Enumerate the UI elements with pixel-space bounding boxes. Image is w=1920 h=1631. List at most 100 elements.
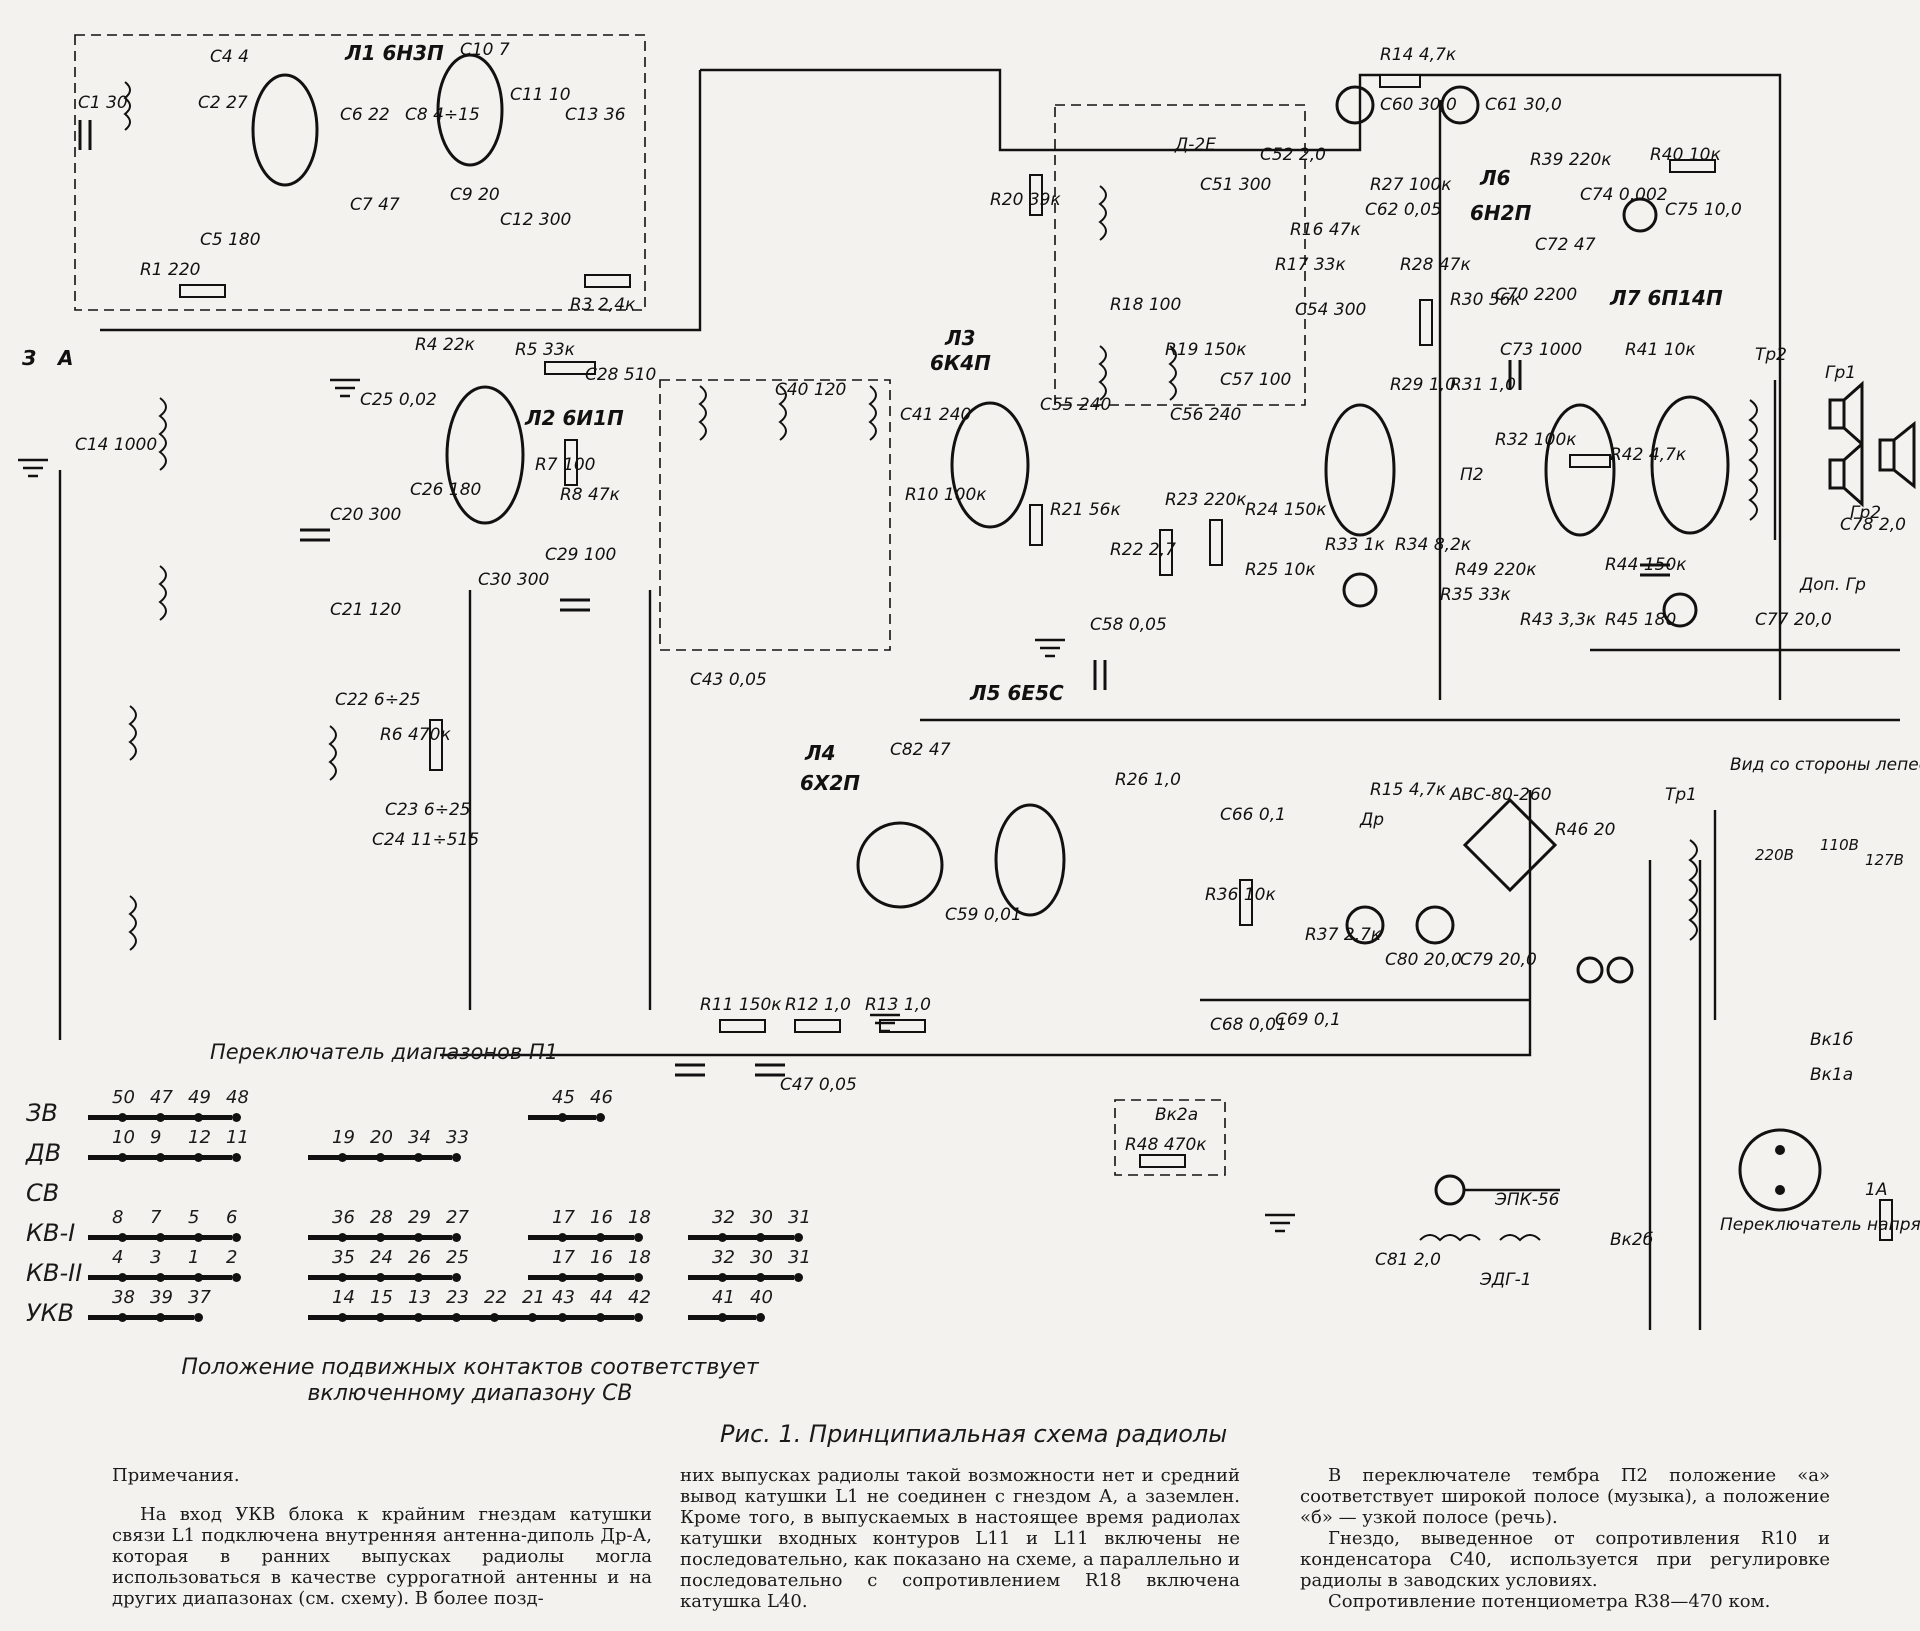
label-r40: R40 10к xyxy=(1650,145,1721,165)
label-c12: C12 300 xyxy=(500,210,571,230)
switch-contact-dot xyxy=(232,1153,241,1162)
label-vk1b: Вк1б xyxy=(1810,1030,1853,1050)
label-dop-gr: Доп. Гр xyxy=(1799,575,1866,595)
label-r7: R7 100 xyxy=(535,455,595,475)
label-r42: R42 4,7к xyxy=(1610,445,1687,465)
label-r39: R39 220к xyxy=(1530,150,1612,170)
switch-contact-number: 7 xyxy=(150,1207,162,1228)
label-r12: R12 1,0 xyxy=(785,995,851,1015)
electrolytic-capacitors xyxy=(1335,85,1698,945)
label-vk2b: Вк2б xyxy=(1610,1230,1653,1250)
switch-contact-dot xyxy=(194,1273,203,1282)
label-c40: C40 120 xyxy=(775,380,846,400)
switch-contact-number: 8 xyxy=(112,1207,124,1228)
output-transformer xyxy=(1748,380,1777,540)
label-c10: C10 7 xyxy=(460,40,510,60)
label-r41: R41 10к xyxy=(1625,340,1696,360)
tube-l6b xyxy=(1544,403,1616,537)
power-transformer xyxy=(1688,810,1717,1020)
switch-contact-dot xyxy=(794,1273,803,1282)
switch-contact-dot xyxy=(118,1153,127,1162)
label-r44: R44 150к xyxy=(1605,555,1687,575)
label-fuse: 1А xyxy=(1865,1180,1887,1200)
switch-row-name: СВ xyxy=(26,1179,60,1207)
switch-contact-number: 45 xyxy=(552,1087,575,1108)
label-c26: C26 180 xyxy=(410,480,481,500)
label-l2: Л2 6И1П xyxy=(524,406,624,430)
label-c28: C28 510 xyxy=(585,365,656,385)
label-vk2a: Вк2а xyxy=(1155,1105,1198,1125)
switch-contact-number: 18 xyxy=(628,1207,651,1228)
note-text-1: На вход УКВ блока к крайним гнездам кату… xyxy=(112,1504,652,1609)
switch-contact-dot xyxy=(756,1273,765,1282)
label-r17: R17 33к xyxy=(1275,255,1346,275)
switch-contact-dot xyxy=(558,1273,567,1282)
label-c57: C57 100 xyxy=(1220,370,1291,390)
label-r10: R10 100к xyxy=(905,485,987,505)
label-c30: C30 300 xyxy=(478,570,549,590)
label-c47: C47 0,05 xyxy=(780,1075,857,1095)
switch-contact-number: 5 xyxy=(188,1207,200,1228)
tube-l6a xyxy=(1324,403,1396,537)
switch-contact-number: 42 xyxy=(628,1287,651,1308)
label-l6-type: 6Н2П xyxy=(1470,201,1532,225)
switch-contact-number: 18 xyxy=(628,1247,651,1268)
label-r37: R37 2,7к xyxy=(1305,925,1382,945)
switch-contact-bar xyxy=(88,1315,194,1320)
label-c51: C51 300 xyxy=(1200,175,1271,195)
volume-switch-shield xyxy=(1114,1099,1226,1176)
switch-contact-dot xyxy=(232,1273,241,1282)
radiola-schematic: Л1 6Н3П Л2 6И1П Л3 6К4П Л4 6Х2П Л5 6Е5С … xyxy=(18,34,1920,1330)
label-c24: C24 11÷515 xyxy=(372,830,479,850)
label-ground-jack: З xyxy=(21,346,36,370)
label-c62: C62 0,05 xyxy=(1365,200,1442,220)
label-c78: C78 2,0 xyxy=(1840,515,1906,535)
agc-bus xyxy=(440,790,1532,1057)
switch-contact-number: 6 xyxy=(226,1207,238,1228)
tube-l4 xyxy=(856,821,944,909)
switch-contact-dot xyxy=(156,1153,165,1162)
label-r35: R35 33к xyxy=(1440,585,1511,605)
switch-contact-number: 2 xyxy=(226,1247,238,1268)
label-c23: C23 6÷25 xyxy=(385,800,471,820)
switch-contact-dot xyxy=(634,1313,643,1322)
switch-contact-number: 20 xyxy=(370,1127,393,1148)
switch-contact-number: 19 xyxy=(332,1127,355,1148)
label-c54: C54 300 xyxy=(1295,300,1366,320)
switch-contact-number: 1 xyxy=(188,1247,200,1268)
label-c2: C2 27 xyxy=(198,93,248,113)
switch-contact-dot xyxy=(414,1313,423,1322)
switch-contact-number: 47 xyxy=(150,1087,173,1108)
switch-row-name: КВ-I xyxy=(26,1219,76,1247)
label-c13: C13 36 xyxy=(565,105,626,125)
label-r22: R22 2,7 xyxy=(1110,540,1176,560)
switch-contact-dot xyxy=(596,1113,605,1122)
label-c59: C59 0,01 xyxy=(945,905,1022,925)
label-r30: R30 56к xyxy=(1450,290,1521,310)
capacitors xyxy=(78,120,1670,1077)
switch-contact-dot xyxy=(194,1313,203,1322)
switch-contact-number: 14 xyxy=(332,1287,355,1308)
switch-contact-dot xyxy=(452,1153,461,1162)
switch-note: Положение подвижных контактов соответств… xyxy=(181,1355,759,1406)
label-l6: Л6 xyxy=(1479,166,1511,190)
label-110v: 110В xyxy=(1820,836,1859,854)
label-tr1: Тр1 xyxy=(1665,785,1697,805)
pickup-epk xyxy=(1434,1174,1560,1206)
switch-contact-dot xyxy=(634,1233,643,1242)
tube-l5 xyxy=(994,803,1066,917)
label-c6: C6 22 xyxy=(340,105,390,125)
label-c60: C60 30,0 xyxy=(1380,95,1457,115)
switch-contact-number: 41 xyxy=(712,1287,735,1308)
fuse xyxy=(1879,1199,1893,1241)
switch-contact-number: 35 xyxy=(332,1247,355,1268)
label-c20: C20 300 xyxy=(330,505,401,525)
indicator-lamps xyxy=(1576,956,1634,984)
switch-contact-dot xyxy=(338,1153,347,1162)
note-text-3b: Гнездо, выведенное от сопротивления R10 … xyxy=(1300,1528,1830,1591)
switch-contact-number: 34 xyxy=(408,1127,431,1148)
